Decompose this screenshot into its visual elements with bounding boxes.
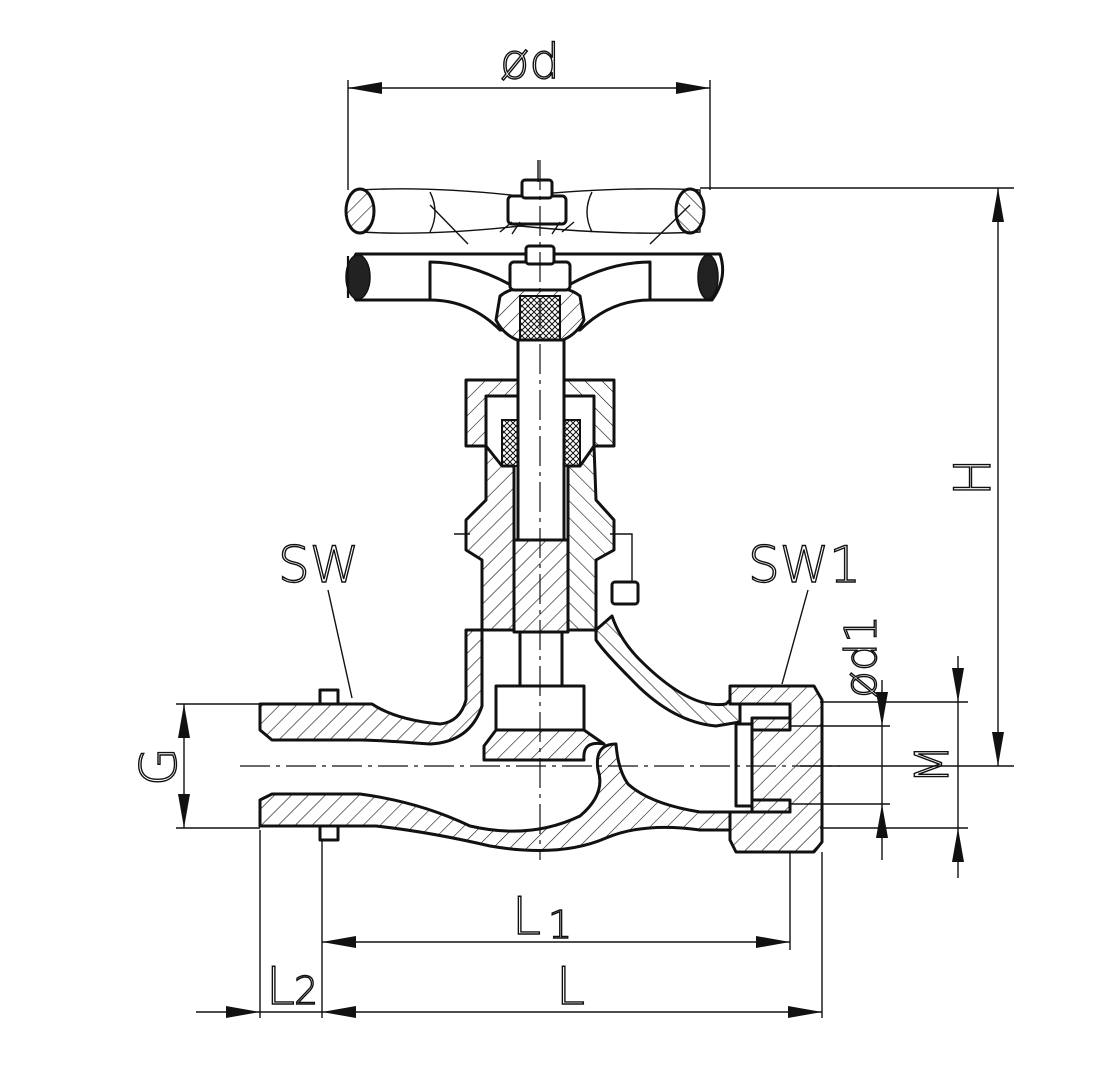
- label-overall-length: L: [556, 957, 585, 1017]
- dimension-lines: [176, 80, 1014, 1018]
- label-handwheel-diameter: ød: [500, 34, 560, 90]
- center-lines: [240, 160, 840, 860]
- dimension-labels: ød H SW SW1 ød1 G M L 1 L 2 L: [129, 33, 1002, 1017]
- valve-body: [258, 614, 824, 854]
- handwheel-open-position: [344, 160, 706, 245]
- label-length-2: L: [266, 957, 295, 1017]
- label-length-2-index: 2: [294, 969, 318, 1013]
- valve-stem: [494, 338, 586, 745]
- label-bore-diameter: ød1: [836, 615, 887, 698]
- label-length-1-index: 1: [548, 903, 572, 947]
- label-outlet-thread: M: [905, 744, 959, 784]
- handwheel: [345, 244, 725, 346]
- label-height: H: [944, 458, 1002, 496]
- label-inlet-thread: G: [130, 747, 188, 786]
- bonnet-assembly: [454, 378, 640, 632]
- label-length-1: L: [512, 887, 541, 947]
- label-wrench-size-left: SW: [278, 536, 359, 594]
- label-wrench-size-right: SW1: [748, 536, 861, 594]
